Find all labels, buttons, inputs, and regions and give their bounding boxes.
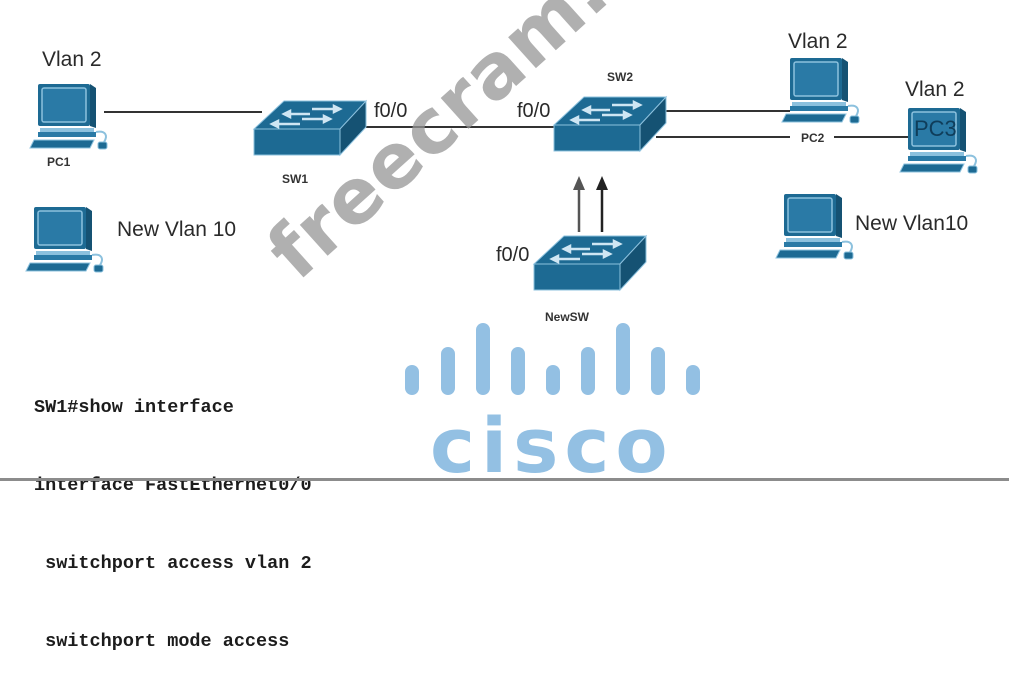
sw1-name: SW1 bbox=[282, 172, 309, 186]
pc1-icon[interactable] bbox=[29, 83, 108, 150]
pc1-vlan-label: Vlan 2 bbox=[42, 48, 102, 71]
pc1-name: PC1 bbox=[47, 155, 71, 169]
pc3-vlan-label: Vlan 2 bbox=[905, 78, 965, 101]
cisco-logo-bars bbox=[405, 323, 700, 395]
pc2-icon[interactable] bbox=[781, 57, 860, 124]
newsw-name: NewSW bbox=[545, 310, 590, 324]
uplink-arrows bbox=[573, 176, 608, 232]
cli-line: switchport mode access bbox=[34, 631, 290, 652]
sw2-port-label: f0/0 bbox=[517, 100, 551, 122]
pc-new-vlan10-right-icon[interactable] bbox=[775, 193, 854, 260]
cisco-logo-text: cisco bbox=[430, 401, 674, 490]
cli-line: switchport access vlan 2 bbox=[34, 553, 312, 574]
pc-new-vlan10-left-label: New Vlan 10 bbox=[117, 218, 237, 241]
topology-diagram bbox=[25, 57, 978, 395]
pc2-vlan-label: Vlan 2 bbox=[788, 30, 848, 53]
sw2-name: SW2 bbox=[607, 70, 634, 84]
pc3-screen-label: PC3 bbox=[914, 116, 957, 141]
newsw-icon[interactable] bbox=[532, 234, 648, 292]
sw1-port-label: f0/0 bbox=[374, 100, 408, 122]
newsw-port-label: f0/0 bbox=[496, 244, 530, 266]
pc-new-vlan10-left-icon[interactable] bbox=[25, 206, 104, 273]
sw2-icon[interactable] bbox=[552, 95, 668, 153]
pc-new-vlan10-right-label: New Vlan10 bbox=[855, 212, 969, 235]
bottom-divider bbox=[0, 478, 1009, 481]
cli-output: SW1#show interface interface FastEtherne… bbox=[34, 343, 312, 681]
pc2-name: PC2 bbox=[797, 131, 829, 145]
cli-line: interface FastEthernet0/0 bbox=[34, 475, 312, 496]
cli-line: SW1#show interface bbox=[34, 397, 234, 418]
